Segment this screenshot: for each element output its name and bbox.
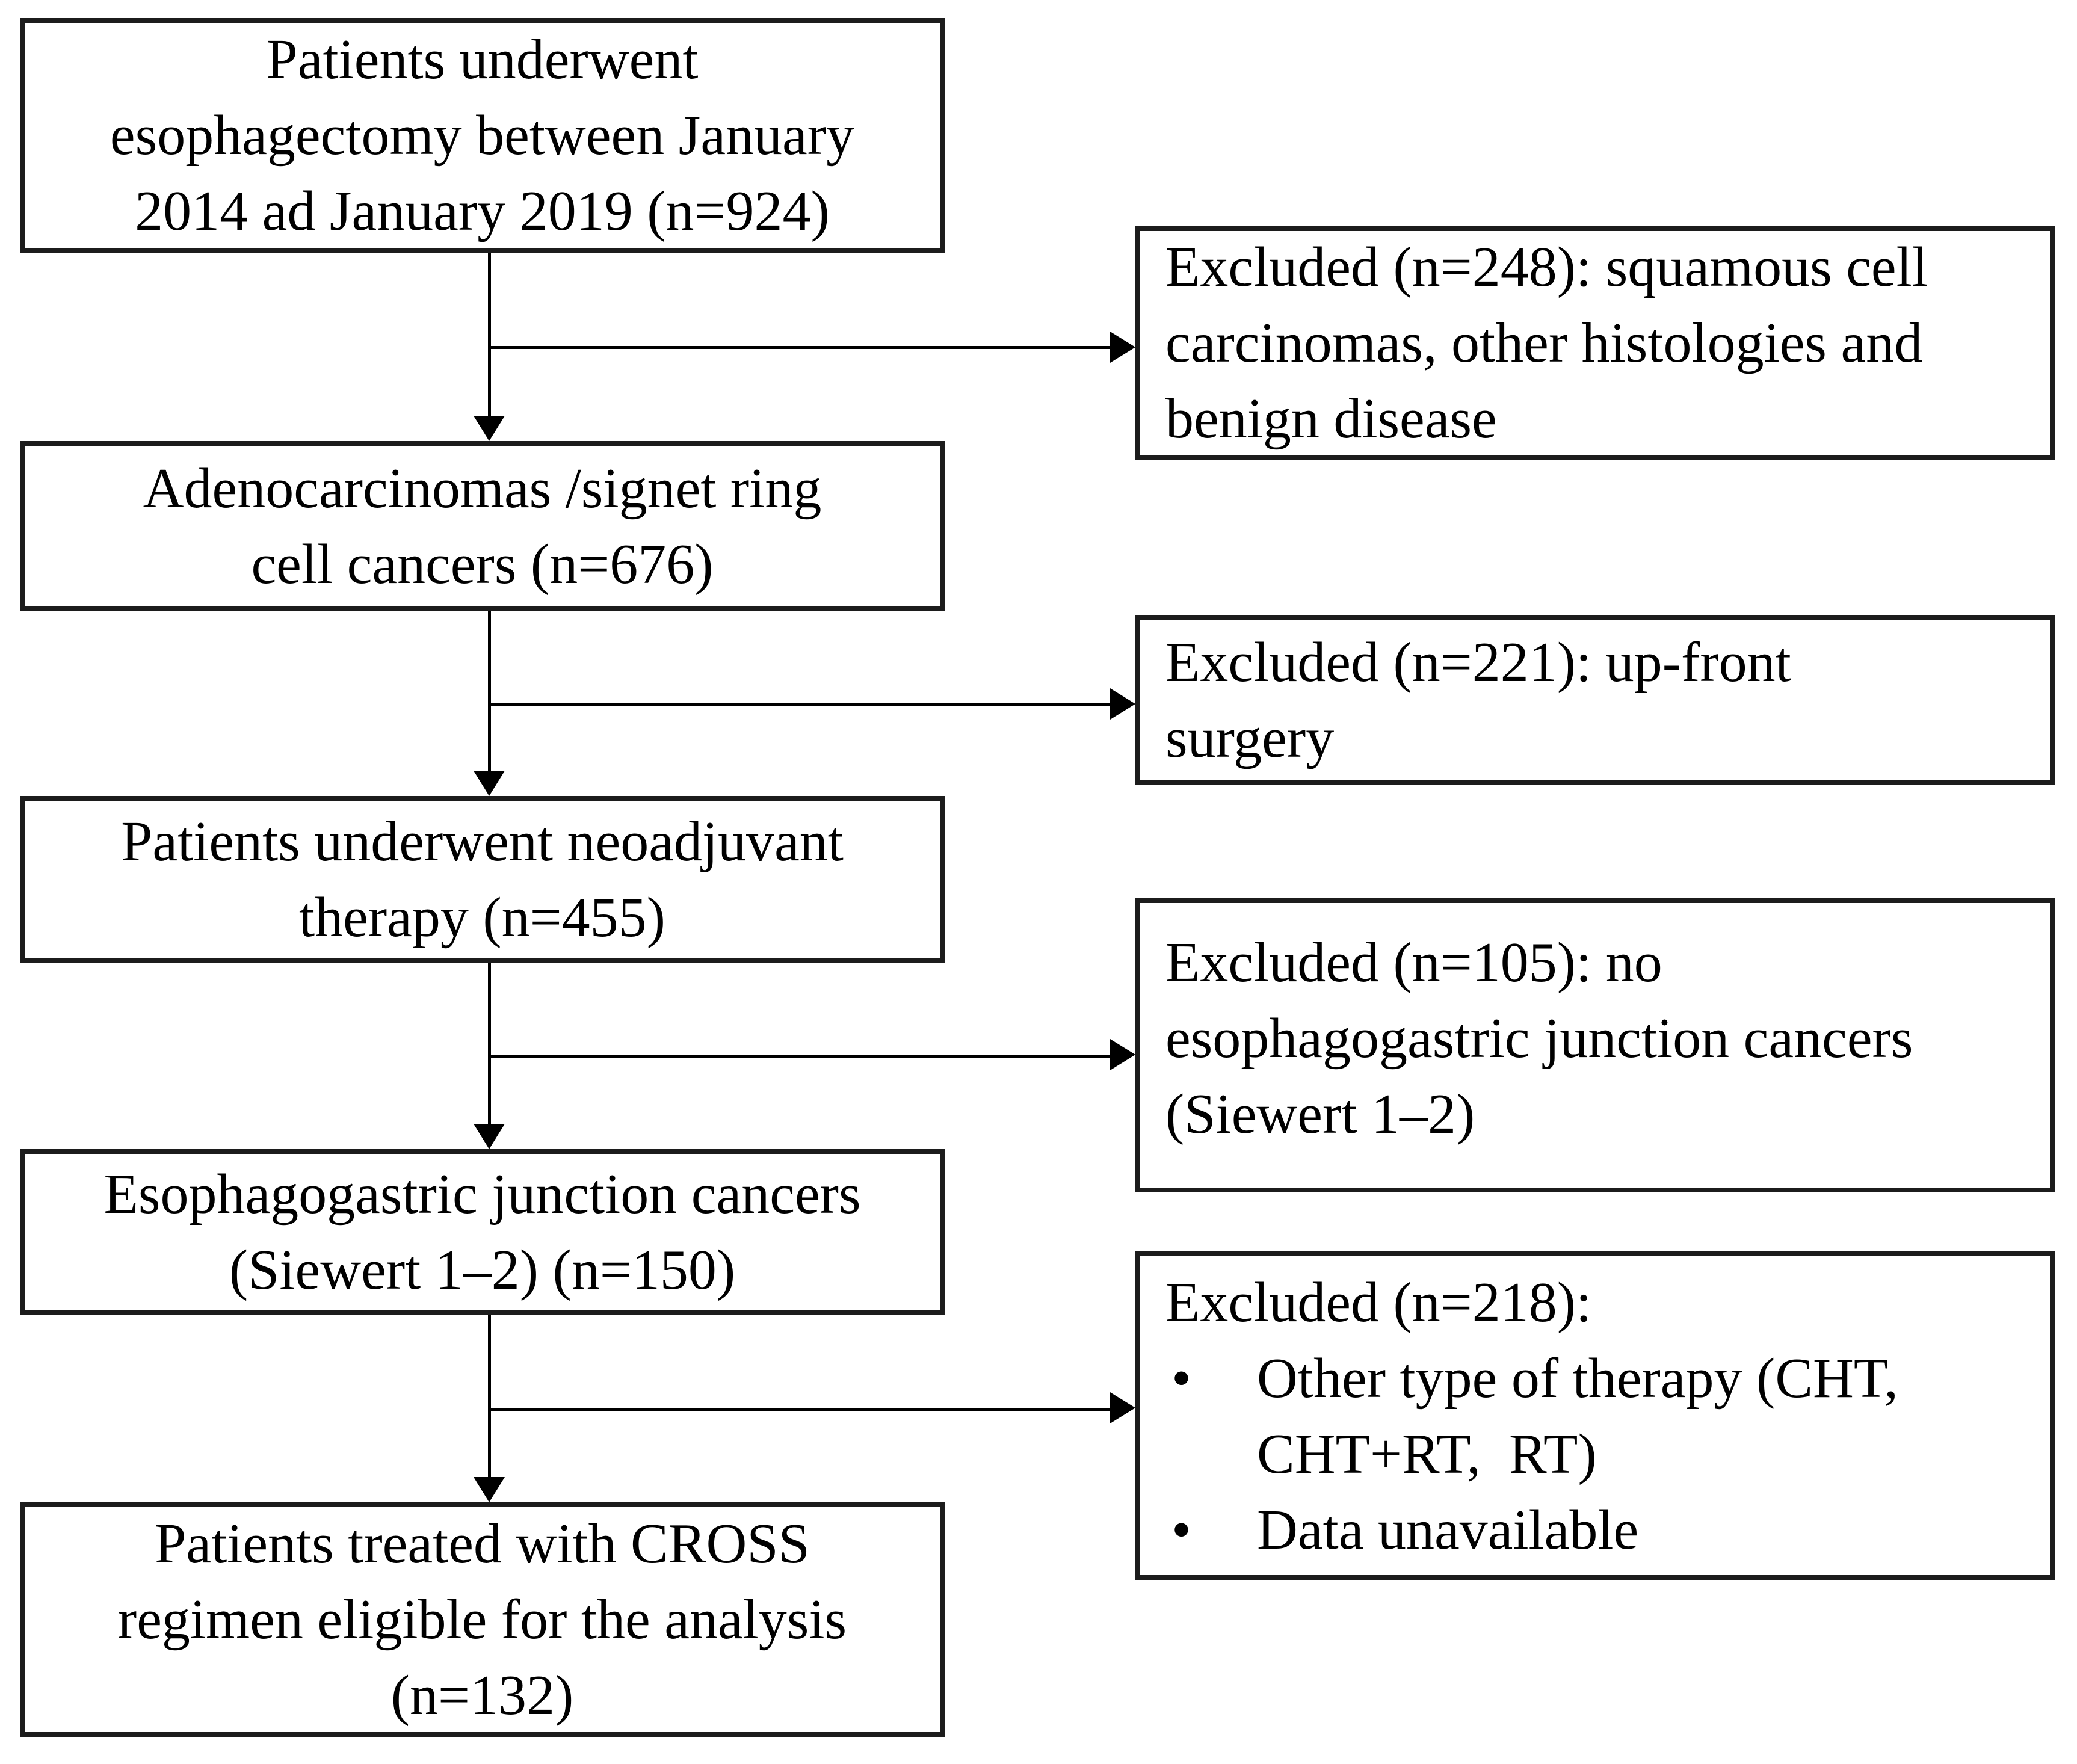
- exclusion-connector-horizontal-2: [488, 703, 1110, 706]
- box-text-line: Other type of therapy (CHT,: [1257, 1347, 1898, 1410]
- flow-connector-vertical-1: [488, 253, 491, 417]
- excluded-box-upfront-surgery: Excluded (n=221): up-front surgery: [1135, 615, 2055, 785]
- flow-box-adenocarcinoma-signet: Adenocarcinomas /signet ring cell cancer…: [20, 441, 945, 611]
- box-text-line: (n=132): [390, 1664, 574, 1727]
- arrowhead-right-icon-4: [1110, 1392, 1135, 1423]
- bullet-item-other-therapy: • Other type of therapy (CHT, CHT+RT, RT…: [1165, 1340, 1898, 1492]
- box-text-line: surgery: [1165, 707, 1335, 769]
- box-text-line: Excluded (n=105): no: [1165, 931, 1662, 994]
- exclusion-connector-horizontal-1: [488, 346, 1110, 349]
- arrowhead-down-icon-3: [474, 1124, 505, 1149]
- box-text-line: esophagectomy between January: [110, 104, 855, 167]
- flow-box-neoadjuvant-therapy: Patients underwent neoadjuvant therapy (…: [20, 796, 945, 963]
- box-text-line: Excluded (n=248): squamous cell: [1165, 236, 1928, 298]
- arrowhead-right-icon-3: [1110, 1039, 1135, 1070]
- box-text-line: (Siewert 1–2): [1165, 1083, 1475, 1146]
- arrowhead-down-icon-4: [474, 1477, 505, 1502]
- arrowhead-right-icon-2: [1110, 688, 1135, 720]
- box-text-line: therapy (n=455): [299, 886, 665, 949]
- excluded-box-other-therapy: Excluded (n=218): • Other type of therap…: [1135, 1251, 2055, 1580]
- arrowhead-right-icon-1: [1110, 332, 1135, 363]
- box-text-line: CHT+RT, RT): [1257, 1423, 1597, 1485]
- flow-box-egj-cancers: Esophagogastric junction cancers (Siewer…: [20, 1149, 945, 1315]
- flow-box-esophagectomy-cohort: Patients underwent esophagectomy between…: [20, 18, 945, 253]
- box-text-line: regimen eligible for the analysis: [117, 1588, 847, 1651]
- bullet-item-data-unavailable: • Data unavailable: [1165, 1492, 1638, 1568]
- bullet-text: Other type of therapy (CHT, CHT+RT, RT): [1257, 1340, 1898, 1492]
- flow-connector-vertical-2: [488, 611, 491, 772]
- box-text-line: benign disease: [1165, 387, 1497, 450]
- arrowhead-down-icon-2: [474, 771, 505, 796]
- box-text-line: Patients treated with CROSS: [155, 1513, 810, 1575]
- exclusion-connector-horizontal-3: [488, 1055, 1110, 1058]
- box-text-line: cell cancers (n=676): [251, 532, 714, 596]
- flow-connector-vertical-4: [488, 1315, 491, 1478]
- bullet-text: Data unavailable: [1257, 1492, 1638, 1568]
- box-text-line: Excluded (n=221): up-front: [1165, 631, 1791, 694]
- box-text-line: esophagogastric junction cancers: [1165, 1007, 1913, 1070]
- exclusion-connector-horizontal-4: [488, 1408, 1110, 1411]
- box-text-line: Excluded (n=218):: [1165, 1271, 1592, 1334]
- arrowhead-down-icon-1: [474, 416, 505, 441]
- box-text-line: carcinomas, other histologies and: [1165, 312, 1923, 374]
- box-text-line: 2014 ad January 2019 (n=924): [135, 180, 830, 242]
- flow-connector-vertical-3: [488, 963, 491, 1125]
- box-text-line: Patients underwent neoadjuvant: [121, 810, 844, 873]
- flow-box-cross-analysis: Patients treated with CROSS regimen elig…: [20, 1502, 945, 1737]
- excluded-box-non-egj: Excluded (n=105): no esophagogastric jun…: [1135, 898, 2055, 1192]
- box-text-line: Data unavailable: [1257, 1499, 1639, 1561]
- bullet-dot-icon: •: [1171, 1347, 1191, 1410]
- bullet-dot-icon: •: [1171, 1499, 1191, 1561]
- box-text-line: Esophagogastric junction cancers: [103, 1163, 861, 1226]
- box-text-line: Adenocarcinomas /signet ring: [143, 457, 822, 520]
- box-text-line: Patients underwent: [266, 28, 699, 91]
- box-text-line: (Siewert 1–2) (n=150): [229, 1239, 736, 1301]
- excluded-box-histology: Excluded (n=248): squamous cell carcinom…: [1135, 226, 2055, 460]
